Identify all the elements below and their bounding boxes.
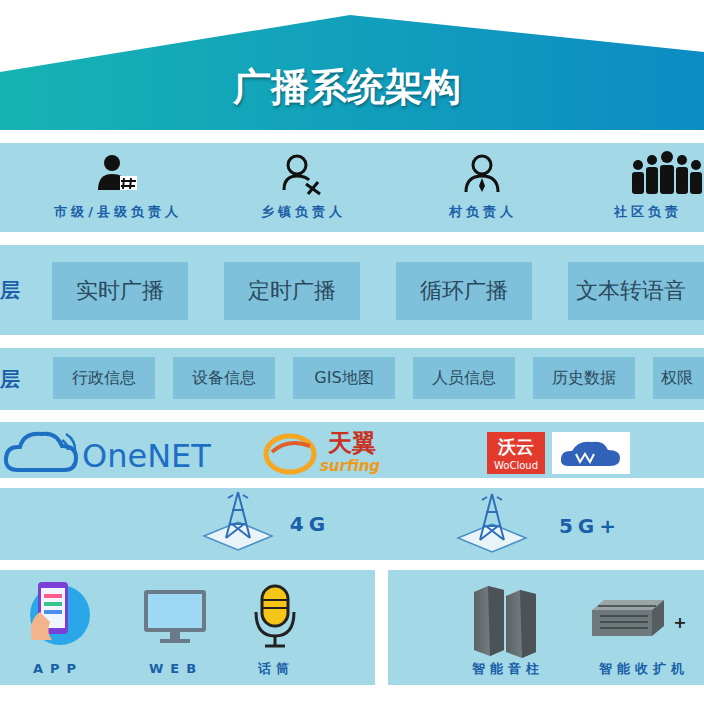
layer-band: 层 实时广播 定时广播 循环广播 文本转语音	[0, 245, 704, 335]
terminal-band	[0, 570, 375, 685]
role-label: 村负责人	[449, 205, 517, 220]
header-roof	[0, 15, 704, 130]
function-box: 实时广播	[52, 262, 188, 320]
device-band	[388, 570, 704, 685]
layer-band: 层 行政信息 设备信息 GIS地图 人员信息 历史数据 权限	[0, 348, 704, 410]
box-label: 权限	[661, 369, 693, 387]
box-label: GIS地图	[314, 369, 373, 387]
terminal-label: 话筒	[258, 662, 294, 677]
brand-name: WoCloud	[494, 460, 538, 472]
cloud-band	[0, 422, 704, 478]
layer-name: 层	[0, 368, 20, 391]
layer-name: 层	[0, 279, 20, 302]
diagram-title: 广播系统架构	[233, 66, 461, 110]
cloud-mark	[561, 442, 620, 466]
function-box: 设备信息	[173, 357, 275, 399]
role-label: 市级/县级负责人	[54, 205, 182, 220]
tower-icon	[458, 494, 526, 552]
signal-arcs	[62, 434, 75, 452]
brand-name: OneNET	[82, 438, 211, 475]
phone-icon	[30, 582, 90, 645]
role-label: 社区负责	[614, 205, 682, 220]
role-label: 乡镇负责人	[261, 205, 346, 220]
plus-sign: +	[673, 614, 686, 632]
box-label: 人员信息	[432, 369, 496, 387]
function-box: 定时广播	[224, 262, 360, 320]
terminal-label: WEB	[149, 662, 203, 677]
box-label: 循环广播	[420, 278, 508, 303]
role-band	[0, 143, 704, 232]
network-band	[0, 488, 704, 560]
box-label: 历史数据	[552, 369, 616, 387]
terminal-label: APP	[33, 662, 83, 677]
brand-name: 天翼	[328, 430, 376, 458]
cloud-logo	[6, 434, 76, 470]
device-label: 智能音柱	[472, 662, 544, 677]
device-label: 智能收扩机	[599, 662, 689, 677]
person-icon	[98, 155, 137, 190]
function-box: 权限	[653, 357, 704, 399]
box-label: 实时广播	[76, 278, 164, 303]
monitor-icon	[144, 590, 206, 643]
brand-name: surfing	[320, 458, 380, 475]
cloud-mark	[576, 454, 594, 462]
person-icon	[284, 156, 320, 194]
wocloud-logo	[552, 432, 630, 474]
tianyi-logo	[266, 436, 314, 472]
person-icon	[466, 156, 498, 192]
function-box: 行政信息	[53, 357, 155, 399]
box-label: 设备信息	[192, 369, 256, 387]
function-box: 循环广播	[396, 262, 532, 320]
wocloud-logo	[487, 432, 545, 474]
function-box: 人员信息	[413, 357, 515, 399]
network-label: 4G	[290, 513, 330, 536]
group-icon	[632, 151, 702, 194]
function-box: GIS地图	[293, 357, 395, 399]
box-label: 行政信息	[72, 369, 136, 387]
function-box: 历史数据	[533, 357, 635, 399]
box-label: 文本转语音	[576, 278, 686, 303]
box-label: 定时广播	[248, 278, 336, 303]
network-label: 5G+	[559, 515, 621, 538]
amplifier-icon	[592, 600, 664, 636]
function-box: 文本转语音	[568, 262, 704, 320]
tower-icon	[204, 492, 272, 550]
speaker-icon	[474, 586, 536, 658]
brand-name: 沃云	[498, 437, 534, 458]
microphone-icon	[256, 586, 294, 646]
